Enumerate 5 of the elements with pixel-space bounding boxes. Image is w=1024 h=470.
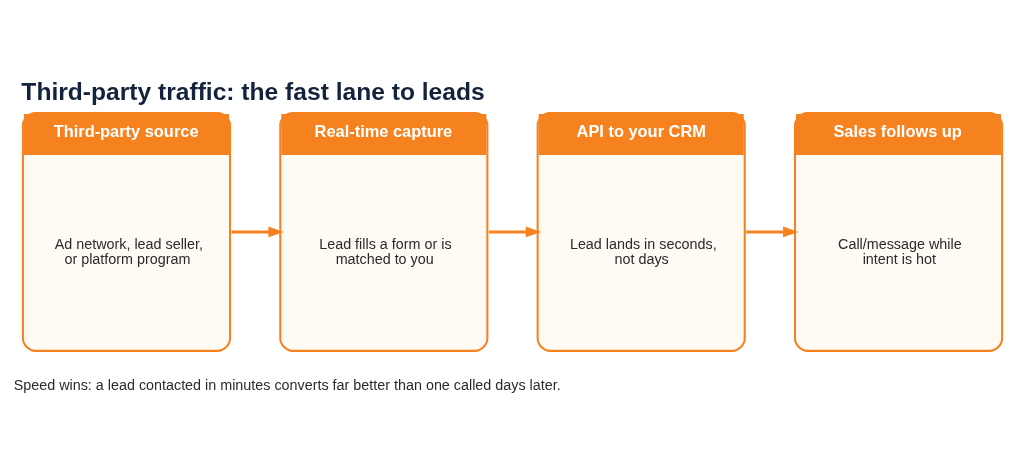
arrow <box>231 226 284 238</box>
arrow <box>746 226 799 238</box>
diagram-title: Third-party traffic: the fast lane to leads <box>21 77 485 105</box>
label: Speed wins: a lead contacted in minutes converts far better than one called days later. <box>13 376 561 393</box>
arrow <box>488 226 542 238</box>
